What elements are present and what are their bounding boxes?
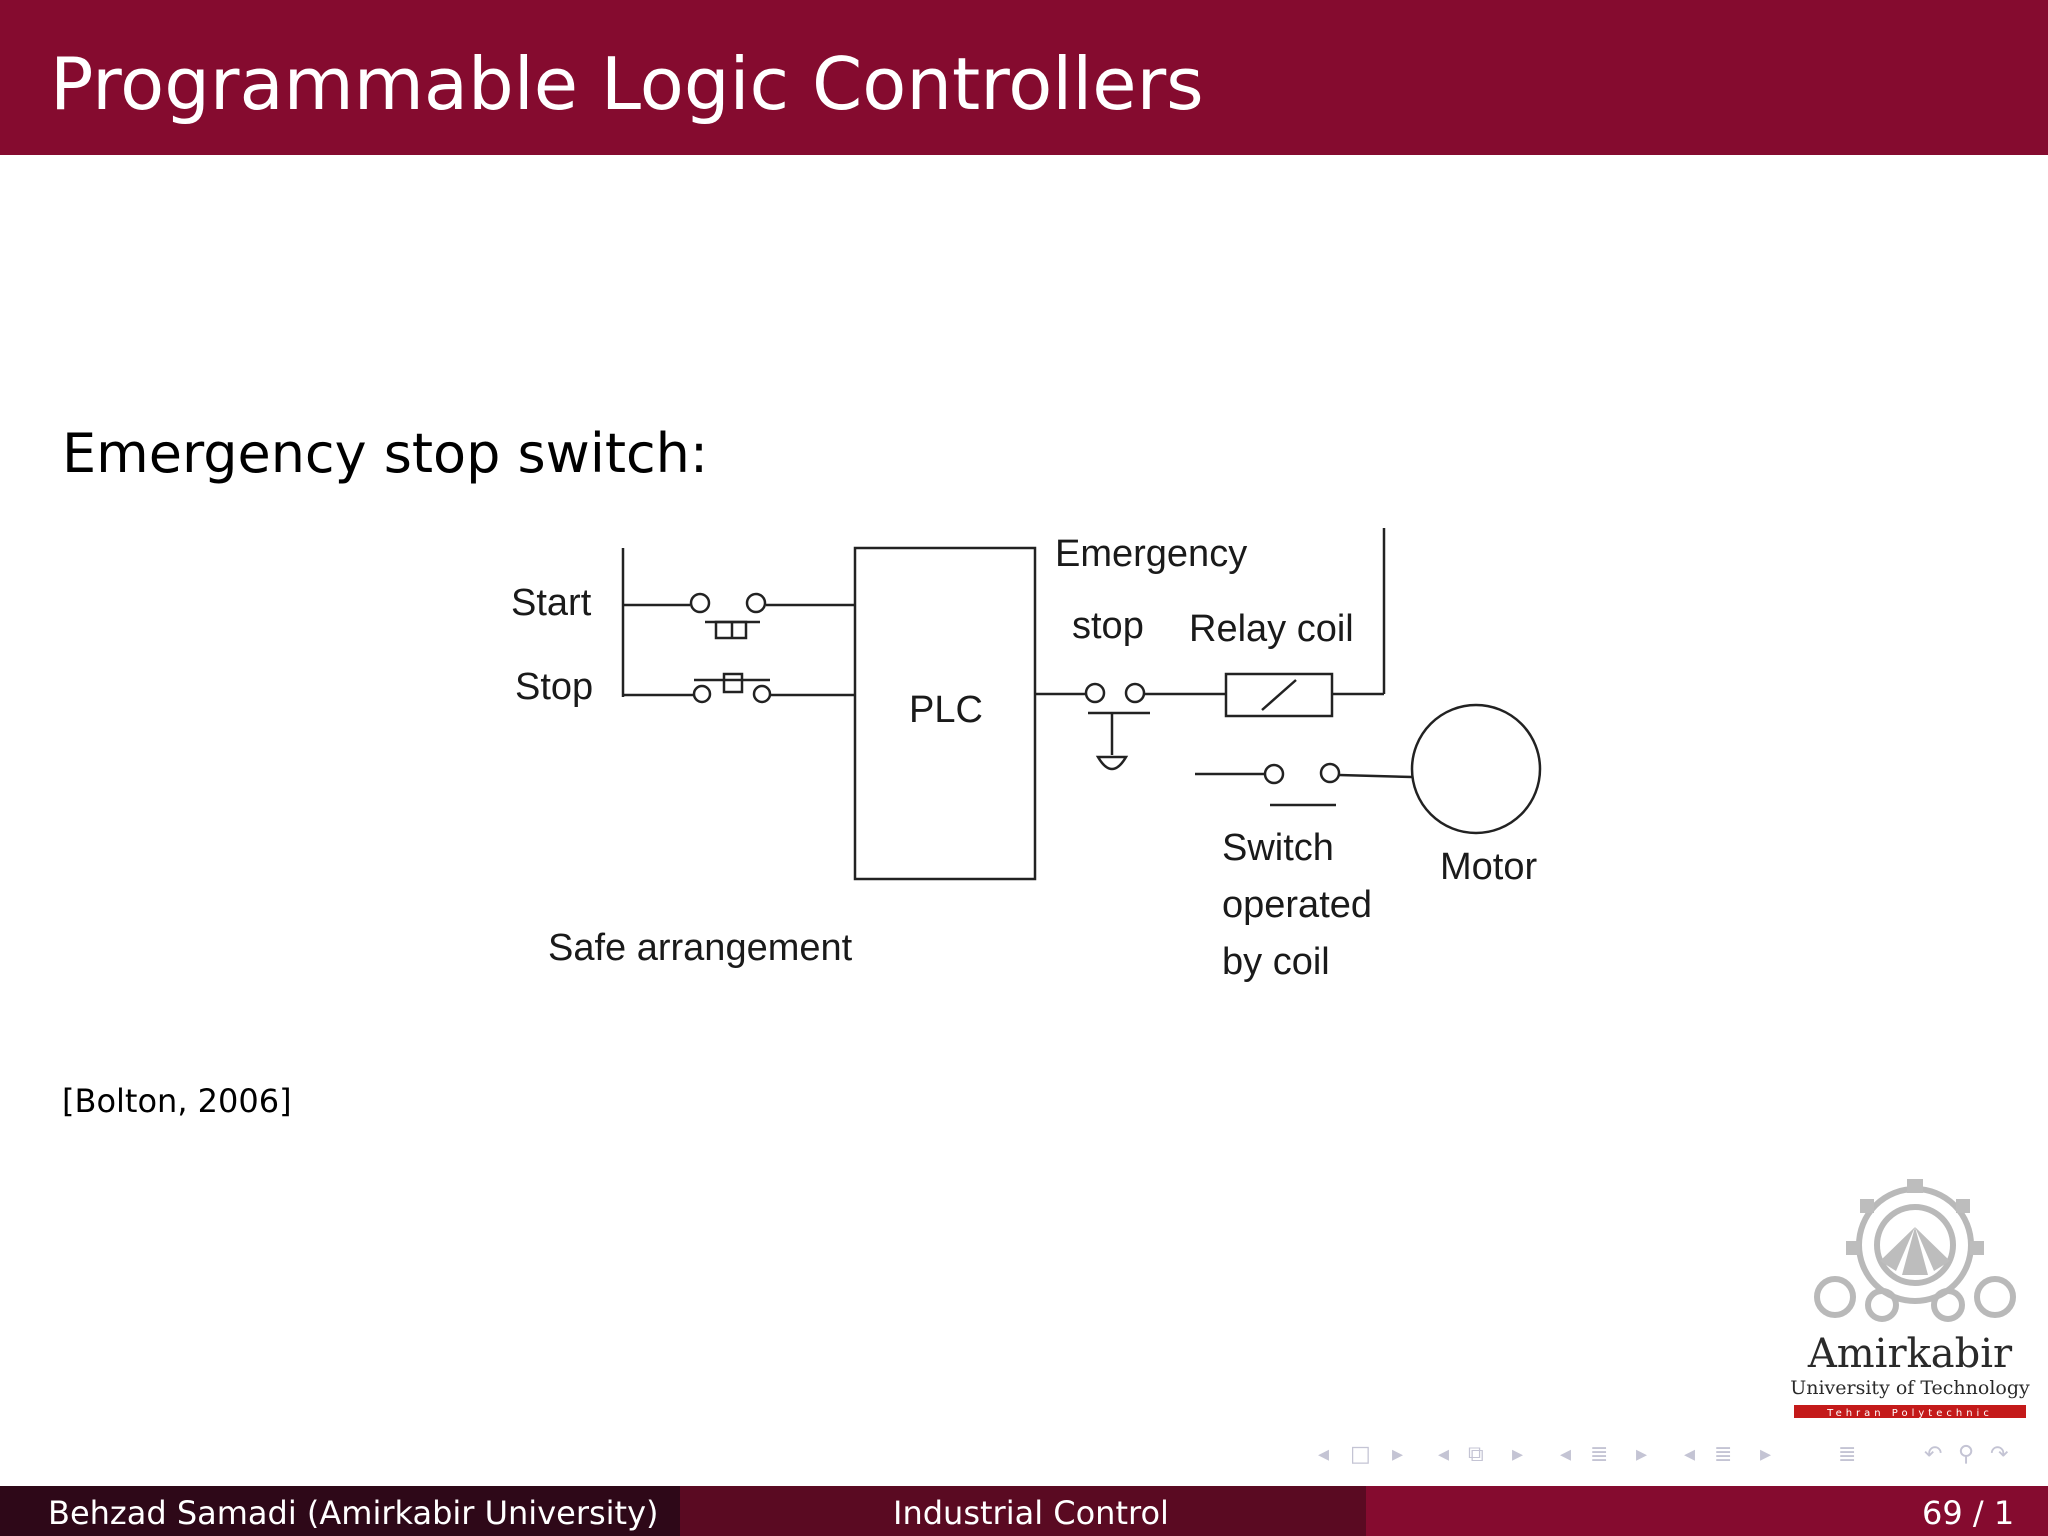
nav-back-icon[interactable]: ↶ bbox=[1924, 1442, 1943, 1467]
beamer-navigation: ◂ □ ▸ ◂ ⧉ ▸ ◂ ≣ ▸ ◂ ≣ ▸ ≣ ↶ ⚲ ↷ bbox=[1310, 1438, 2030, 1478]
slide-heading: Emergency stop switch: bbox=[62, 422, 709, 485]
relay-coil-label: Relay coil bbox=[1189, 608, 1354, 650]
nav-section-prev-icon[interactable]: ◂ bbox=[1560, 1442, 1572, 1467]
footer: Behzad Samadi (Amirkabir University) Ind… bbox=[0, 1486, 2048, 1536]
nav-section-icon[interactable]: ≣ bbox=[1590, 1442, 1609, 1467]
logo-subtitle: University of Technology bbox=[1790, 1377, 2030, 1399]
nav-section-next-icon[interactable]: ▸ bbox=[1636, 1442, 1648, 1467]
citation: [Bolton, 2006] bbox=[62, 1082, 292, 1120]
switch-label-3: by coil bbox=[1222, 941, 1330, 983]
footer-page-number: 69 / 1 bbox=[1922, 1494, 2015, 1532]
nav-subsection-icon[interactable]: ⧉ bbox=[1468, 1442, 1484, 1467]
nav-forward-icon[interactable]: ↷ bbox=[1990, 1442, 2009, 1467]
logo-name: Amirkabir bbox=[1807, 1331, 2013, 1377]
footer-course: Industrial Control bbox=[893, 1494, 1169, 1532]
nav-doc-icon[interactable]: ≣ bbox=[1714, 1442, 1733, 1467]
nav-doc-next-icon[interactable]: ▸ bbox=[1760, 1442, 1772, 1467]
footer-course-section: Industrial Control bbox=[680, 1486, 1366, 1536]
nav-appendix-icon[interactable]: ≣ bbox=[1838, 1442, 1857, 1467]
slide-title: Programmable Logic Controllers bbox=[50, 42, 1204, 126]
logo-tagline: Tehran Polytechnic bbox=[1826, 1408, 1993, 1419]
stop-label: Stop bbox=[515, 666, 593, 708]
emergency-label: Emergency bbox=[1055, 533, 1247, 575]
nav-doc-prev-icon[interactable]: ◂ bbox=[1684, 1442, 1696, 1467]
nav-frame-prev-icon[interactable]: ◂ bbox=[1318, 1442, 1330, 1467]
nav-subsection-prev-icon[interactable]: ◂ bbox=[1438, 1442, 1450, 1467]
motor-label: Motor bbox=[1440, 846, 1537, 888]
start-label: Start bbox=[511, 582, 592, 624]
emergency-stop-label: stop bbox=[1072, 605, 1144, 647]
nav-frame-next-icon[interactable]: ▸ bbox=[1392, 1442, 1404, 1467]
footer-author: Behzad Samadi (Amirkabir University) bbox=[48, 1494, 659, 1532]
footer-page-section: 69 / 1 bbox=[1366, 1486, 2048, 1536]
footer-author-section: Behzad Samadi (Amirkabir University) bbox=[0, 1486, 680, 1536]
university-logo: Amirkabir University of Technology Tehra… bbox=[1790, 1179, 2030, 1419]
safe-arrangement-label: Safe arrangement bbox=[548, 927, 853, 969]
title-bar: Programmable Logic Controllers bbox=[0, 0, 2048, 155]
switch-label-1: Switch bbox=[1222, 827, 1334, 869]
switch-label-2: operated bbox=[1222, 884, 1372, 926]
nav-search-icon[interactable]: ⚲ bbox=[1958, 1442, 1975, 1467]
nav-subsection-next-icon[interactable]: ▸ bbox=[1512, 1442, 1524, 1467]
nav-frame-icon[interactable]: □ bbox=[1350, 1442, 1371, 1467]
plc-label: PLC bbox=[909, 689, 983, 731]
